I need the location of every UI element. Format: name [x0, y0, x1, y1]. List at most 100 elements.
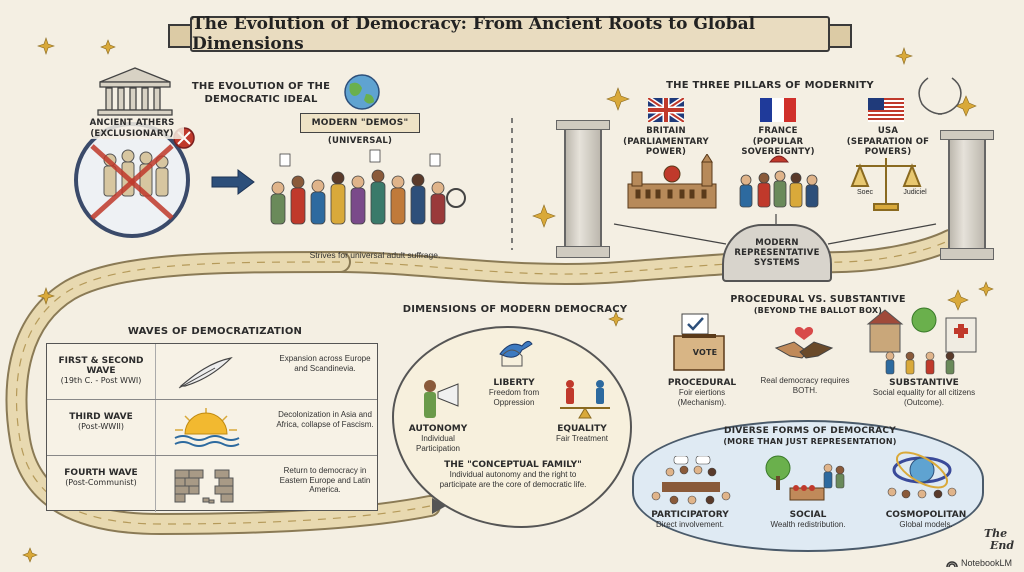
pillars-heading: THE THREE PILLARS OF MODERNITY [666, 80, 874, 91]
pillar-france: FRANCE (POPULAR SOVEREIGNTY) [728, 126, 828, 158]
ballot-box-icon [673, 313, 725, 371]
conceptual-family-block: THE "CONCEPTUAL FAMILY" Individual auton… [438, 460, 588, 489]
procedural-heading: PROCEDURAL VS. SUBSTANTIVE [730, 294, 906, 305]
scale-left-label: Soec [857, 189, 873, 196]
uk-flag-icon [648, 98, 684, 122]
crowd-illustration [270, 149, 466, 225]
social-desc: Wealth redistribution. [770, 520, 846, 529]
cosmopolitan-block: COSMOPOLITAN Global models. [876, 510, 976, 530]
liberty-desc: Freedom from Oppression [488, 388, 540, 407]
equality-block: EQUALITY Fair Treatment [540, 424, 624, 444]
watermark-text: NotebookLM [961, 558, 1013, 568]
pillar-france-sub: (POPULAR SOVEREIGNTY) [741, 136, 815, 158]
notebooklm-logo-icon [946, 561, 958, 568]
substantive-block: SUBSTANTIVE Social equality for all citi… [862, 378, 986, 407]
suffrage-caption: Strives for universal adult suffrage. [309, 250, 441, 260]
participatory-title: PARTICIPATORY [651, 510, 729, 520]
laurel-wreath [918, 77, 962, 115]
evolution-heading: THE EVOLUTION OF THE DEMOCRATIC IDEAL [186, 80, 336, 106]
athens-label-box: ANCIENT ATHERS (EXCLUSIONARY) [80, 118, 184, 140]
wave-2-name: THIRD WAVE [69, 412, 133, 422]
pillar-usa-sub: (SEPARATION OF POWERS) [846, 136, 930, 158]
waves-table: FIRST & SECOND WAVE (19th C. - Post WWI)… [46, 343, 378, 512]
autonomy-title: AUTONOMY [408, 424, 468, 434]
dove-birdcage-icon [499, 340, 533, 367]
substantive-desc: Social equality for all citizens (Outcom… [872, 388, 976, 407]
waves-heading: WAVES OF DEMOCRATIZATION [127, 326, 303, 337]
autonomy-block: AUTONOMY Individual Participation [398, 424, 478, 453]
parliament-icon [627, 154, 717, 209]
substantive-title: SUBSTANTIVE [889, 378, 959, 388]
global-network-icon [887, 451, 957, 499]
cosmopolitan-title: COSMOPOLITAN [885, 510, 967, 520]
pillar-usa: USA (SEPARATION OF POWERS) [836, 126, 940, 158]
wave-row-1: FIRST & SECOND WAVE (19th C. - Post WWI)… [47, 344, 377, 400]
megaphone-person-icon [424, 380, 459, 418]
cosmopolitan-desc: Global models. [899, 520, 953, 529]
farming-community-icon [765, 455, 845, 501]
title-banner: The Evolution of Democracy: From Ancient… [190, 14, 830, 54]
pedestal-line3: SYSTEMS [754, 258, 800, 269]
athens-label: ANCIENT ATHERS [89, 118, 175, 128]
wave-3-period: (Post-Communist) [65, 478, 137, 487]
social-block: SOCIAL Wealth redistribution. [758, 510, 858, 530]
dimensions-heading: DIMENSIONS OF MODERN DEMOCRACY [402, 304, 628, 315]
participatory-block: PARTICIPATORY Direct involvement. [640, 510, 740, 530]
community-icon [866, 307, 977, 375]
pedestal-line1: MODERN [755, 237, 799, 248]
pillar-france-name: FRANCE [758, 126, 798, 136]
notebooklm-watermark: NotebookLM [946, 556, 1022, 570]
modern-demos-label: MODERN "DEMOS" [311, 118, 409, 128]
the-end-line1: The [984, 527, 1008, 540]
vote-label: VOTE [692, 348, 718, 357]
french-crowd-icon [739, 155, 819, 208]
social-title: SOCIAL [789, 510, 827, 520]
arrow-right-icon [211, 169, 255, 195]
globe-icon [344, 74, 380, 110]
diverse-heading-block: DIVERSE FORMS OF DEMOCRACY (MORE THAN JU… [720, 426, 900, 446]
wave-2-desc: Decolonization in Asia and Africa, colla… [276, 410, 374, 429]
wave-3-name: FOURTH WAVE [64, 468, 138, 478]
temple-icon [97, 67, 173, 116]
procedural-desc: Foir eiertions (Mechanism). [677, 388, 727, 407]
quill-icon [178, 357, 233, 389]
right-column [940, 130, 994, 260]
conceptual-family-desc: Individual autonomy and the right to par… [439, 470, 587, 489]
equality-title: EQUALITY [557, 424, 607, 434]
wave-name-cell: THIRD WAVE (Post-WWII) [51, 412, 151, 431]
modern-demos-ribbon: MODERN "DEMOS" [300, 113, 420, 133]
wave-1-desc: Expansion across Europe and Scandinevia. [279, 354, 371, 373]
diverse-subheading: (MORE THAN JUST REPRESENTATION) [723, 436, 897, 446]
france-flag-icon [760, 98, 796, 122]
handshake-heart-icon [774, 327, 834, 359]
wave-row-3: FOURTH WAVE (Post-Communist) Return to d… [47, 456, 377, 512]
pedestal-line2: REPRESENTATIVE [734, 247, 820, 258]
procedural-title: PROCEDURAL [667, 378, 737, 388]
wave-2-period: (Post-WWII) [77, 422, 125, 431]
wave-row-2: THIRD WAVE (Post-WWII) Decolonization in… [47, 400, 377, 456]
real-democracy-desc: Real democracy requires BOTH. [760, 376, 850, 395]
the-end-label: The End [984, 528, 1020, 551]
liberty-title: LIBERTY [493, 378, 535, 388]
liberty-block: LIBERTY Freedom from Oppression [470, 378, 558, 407]
left-column [556, 120, 610, 258]
procedural-block: PROCEDURAL Foir eiertions (Mechanism). [660, 378, 744, 407]
wave-name-cell: FIRST & SECOND WAVE (19th C. - Post WWI) [51, 356, 151, 385]
the-end-line2: End [990, 538, 1015, 552]
page-title: The Evolution of Democracy: From Ancient… [192, 14, 756, 54]
modern-demos-sub: (UNIVERSAL) [327, 136, 393, 146]
broken-wall-icon [174, 469, 234, 504]
pillar-britain: BRITAIN (PARLIAMENTARY POWER) [616, 126, 716, 158]
wave-3-desc: Return to democracy in Eastern Europe an… [279, 466, 371, 495]
equality-desc: Fair Treatment [555, 434, 608, 443]
usa-flag-icon [868, 98, 904, 122]
evolution-heading-line1: THE EVOLUTION OF THE [191, 81, 331, 92]
wave-1-name: FIRST & SECOND WAVE [58, 356, 144, 376]
modern-representative-pedestal: MODERN REPRESENTATIVE SYSTEMS [722, 224, 832, 282]
autonomy-desc: Individual Participation [415, 434, 461, 453]
athens-sub: (EXCLUSIONARY) [90, 128, 174, 139]
scales-of-justice-icon [850, 158, 922, 211]
town-hall-meeting-icon [651, 456, 731, 505]
scale-right-label: Judiciel [903, 189, 927, 196]
pillar-britain-name: BRITAIN [646, 126, 686, 136]
